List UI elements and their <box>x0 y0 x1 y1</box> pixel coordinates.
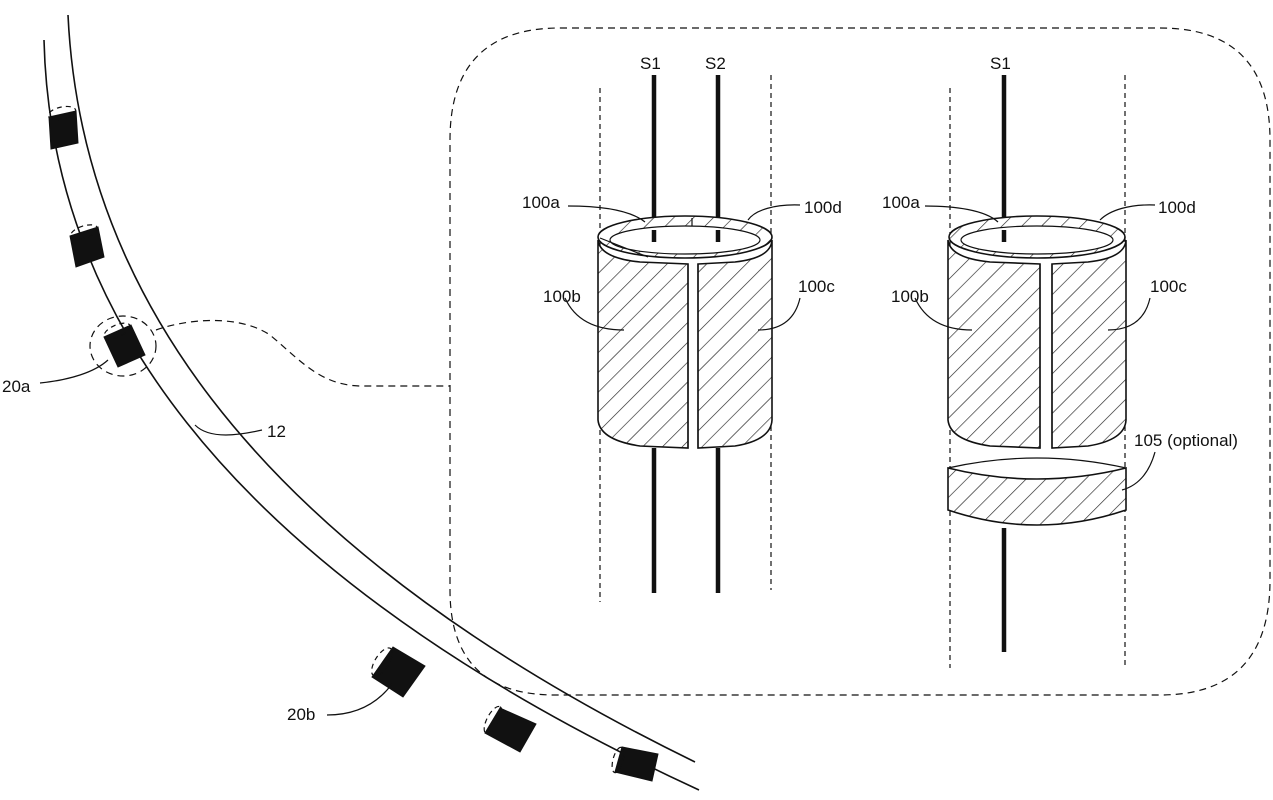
electrode-band-20b <box>368 645 425 697</box>
electrode-band <box>47 104 78 149</box>
label-s1-left: S1 <box>640 54 661 73</box>
leader-20b <box>327 684 392 715</box>
label-20a: 20a <box>2 377 31 396</box>
label-105-optional: 105 (optional) <box>1134 431 1238 450</box>
label-s1-right: S1 <box>990 54 1011 73</box>
electrode-band <box>69 222 104 267</box>
detail-connector <box>156 320 450 386</box>
label-100d-left: 100d <box>804 198 842 217</box>
label-12: 12 <box>267 422 286 441</box>
leader-12 <box>195 425 262 435</box>
label-100b-right: 100b <box>891 287 929 306</box>
detail-left <box>565 75 800 602</box>
optional-ring-105 <box>948 468 1126 525</box>
electrode-segment-100b-right <box>948 240 1040 448</box>
leader-20a <box>40 360 108 383</box>
label-100d-right: 100d <box>1158 198 1196 217</box>
electrode-segment-100c <box>698 240 772 448</box>
electrode-segment-100c-right <box>1052 240 1126 448</box>
label-100a-left: 100a <box>522 193 560 212</box>
label-s2-left: S2 <box>705 54 726 73</box>
label-100a-right: 100a <box>882 193 920 212</box>
callout-box <box>450 28 1270 695</box>
leader-100d-left <box>748 205 800 220</box>
label-100b-left: 100b <box>543 287 581 306</box>
leader-105 <box>1122 452 1155 490</box>
electrode-segment-100b <box>598 240 688 448</box>
electrode-band <box>610 746 658 781</box>
electrode-band <box>481 704 536 752</box>
leader-100d-right <box>1100 205 1155 220</box>
label-100c-right: 100c <box>1150 277 1187 296</box>
detail-right <box>915 75 1155 668</box>
label-20b: 20b <box>287 705 315 724</box>
label-100c-left: 100c <box>798 277 835 296</box>
